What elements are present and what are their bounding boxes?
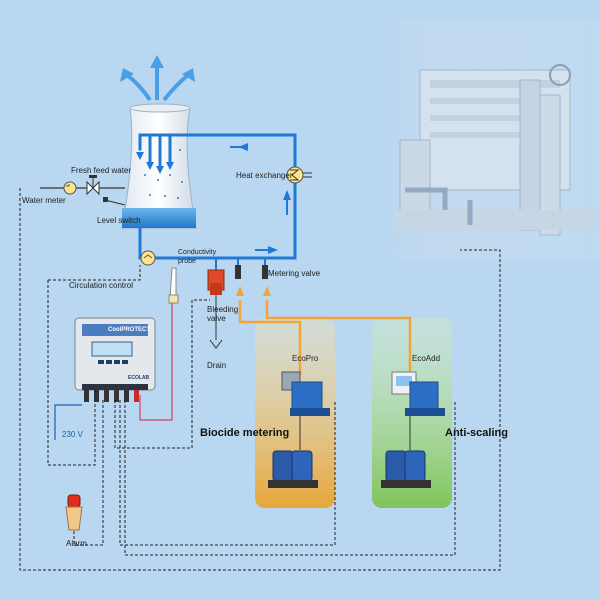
control-wiring [19, 188, 501, 571]
flow-arrow-right [268, 246, 278, 254]
alarm-beacon [65, 494, 83, 531]
heat-exchanger [286, 166, 312, 184]
heat-exchanger-label: Heat exchanger [236, 171, 293, 180]
bleeding-valve-label: Bleeding valve [207, 305, 239, 323]
metering-valves [235, 258, 268, 279]
water-meter-label: Water meter [22, 196, 66, 205]
flow-arrow-up [283, 190, 291, 200]
vapor-arrows [125, 65, 190, 102]
ecoadd-pump [391, 371, 445, 450]
ecopro-label: EcoPro [292, 354, 319, 363]
ecoadd-label: EcoAdd [412, 354, 441, 363]
level-switch-label: Level switch [97, 216, 141, 225]
cooling-plant-photo [385, 20, 600, 260]
biocide-drums [268, 450, 318, 488]
circulation-control-label: Circulation control [69, 281, 134, 290]
fresh-feed-water-label: Fresh feed water [71, 166, 132, 175]
biocide-metering-label: Biocide metering [200, 427, 290, 439]
drain-label: Drain [207, 361, 227, 370]
anti-scaling-label: Anti-scaling [445, 427, 508, 439]
ecopro-pump [281, 371, 330, 450]
fresh-feed-line [40, 175, 126, 206]
coolprotect-controller [74, 317, 156, 402]
dosing-lines [238, 300, 412, 375]
metering-valve-label: Metering valve [268, 269, 321, 278]
circulation-loop [138, 133, 297, 260]
voltage-label: 230 V [62, 430, 83, 439]
controller-name: CoolPROTECT [108, 327, 150, 333]
antiscaling-drums [381, 450, 431, 488]
bleeding-valve [207, 258, 225, 349]
conductivity-probe [140, 250, 179, 304]
controller-brand: ECOLAB [128, 375, 150, 381]
alarm-label: Alarm [66, 539, 87, 548]
conductivity-probe-label: Conductivity probe [178, 249, 217, 265]
